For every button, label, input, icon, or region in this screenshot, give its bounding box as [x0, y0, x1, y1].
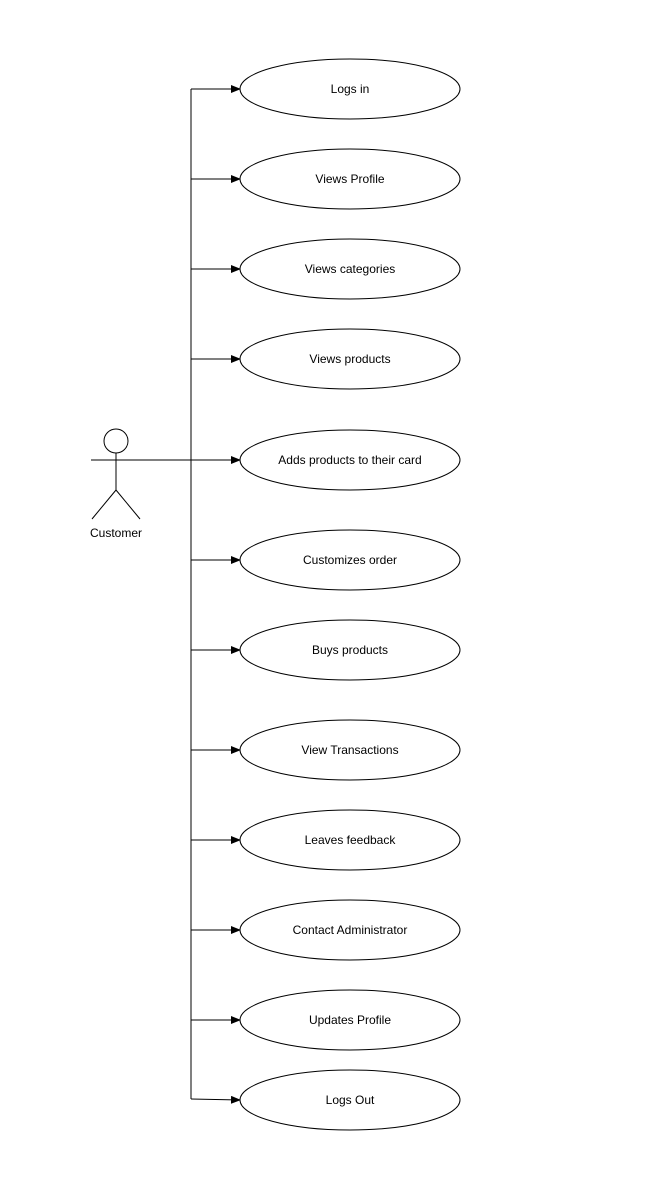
use-case-label: Buys products — [312, 643, 388, 657]
use-case-buys-products: Buys products — [191, 619, 461, 681]
use-case-logs-out: Logs Out — [190, 1069, 461, 1131]
use-case-label: Leaves feedback — [305, 833, 397, 847]
use-case-label: Logs Out — [326, 1093, 375, 1107]
use-case-label: Contact Administrator — [293, 923, 408, 937]
use-case-ellipse — [239, 619, 461, 681]
use-case-ellipse — [239, 899, 461, 961]
use-case-views-profile: Views Profile — [191, 148, 461, 210]
use-case-label: Logs in — [331, 82, 370, 96]
use-case-label: Customizes order — [303, 553, 397, 567]
use-case-views-categories: Views categories — [191, 238, 461, 300]
use-case-ellipse — [239, 148, 461, 210]
use-case-ellipse — [239, 1069, 461, 1131]
actor-right-leg — [115, 489, 141, 520]
use-case-label: Updates Profile — [309, 1013, 391, 1027]
use-case-ellipse — [239, 429, 461, 491]
use-case-label: Views products — [309, 352, 390, 366]
use-case-views-products: Views products — [191, 328, 461, 390]
use-case-customizes-order: Customizes order — [191, 529, 461, 591]
use-case-label: Adds products to their card — [278, 453, 421, 467]
actor-customer: Customer — [90, 428, 142, 540]
use-case-ellipse — [239, 529, 461, 591]
use-case-ellipse — [239, 809, 461, 871]
connector-arrow — [190, 1095, 241, 1104]
use-case-ellipse — [239, 238, 461, 300]
use-case-logs-in: Logs in — [191, 58, 461, 120]
use-case-ellipse — [239, 328, 461, 390]
use-case-label: Views Profile — [315, 172, 384, 186]
actor-head — [103, 428, 129, 454]
use-case-view-transactions: View Transactions — [191, 719, 461, 781]
use-case-ellipse — [239, 989, 461, 1051]
use-case-label: Views categories — [305, 262, 396, 276]
use-case-updates-profile: Updates Profile — [191, 989, 461, 1051]
use-cases: Logs in Views Profile Views categories V… — [190, 58, 461, 1131]
use-case-adds-products-to-cart: Adds products to their card — [191, 429, 461, 491]
actor-left-leg — [91, 489, 117, 520]
connectors — [141, 89, 192, 1099]
use-case-contact-administrator: Contact Administrator — [191, 899, 461, 961]
actor-label: Customer — [90, 526, 142, 540]
use-case-ellipse — [239, 58, 461, 120]
use-case-ellipse — [239, 719, 461, 781]
use-case-leaves-feedback: Leaves feedback — [191, 809, 461, 871]
use-case-label: View Transactions — [301, 743, 398, 757]
